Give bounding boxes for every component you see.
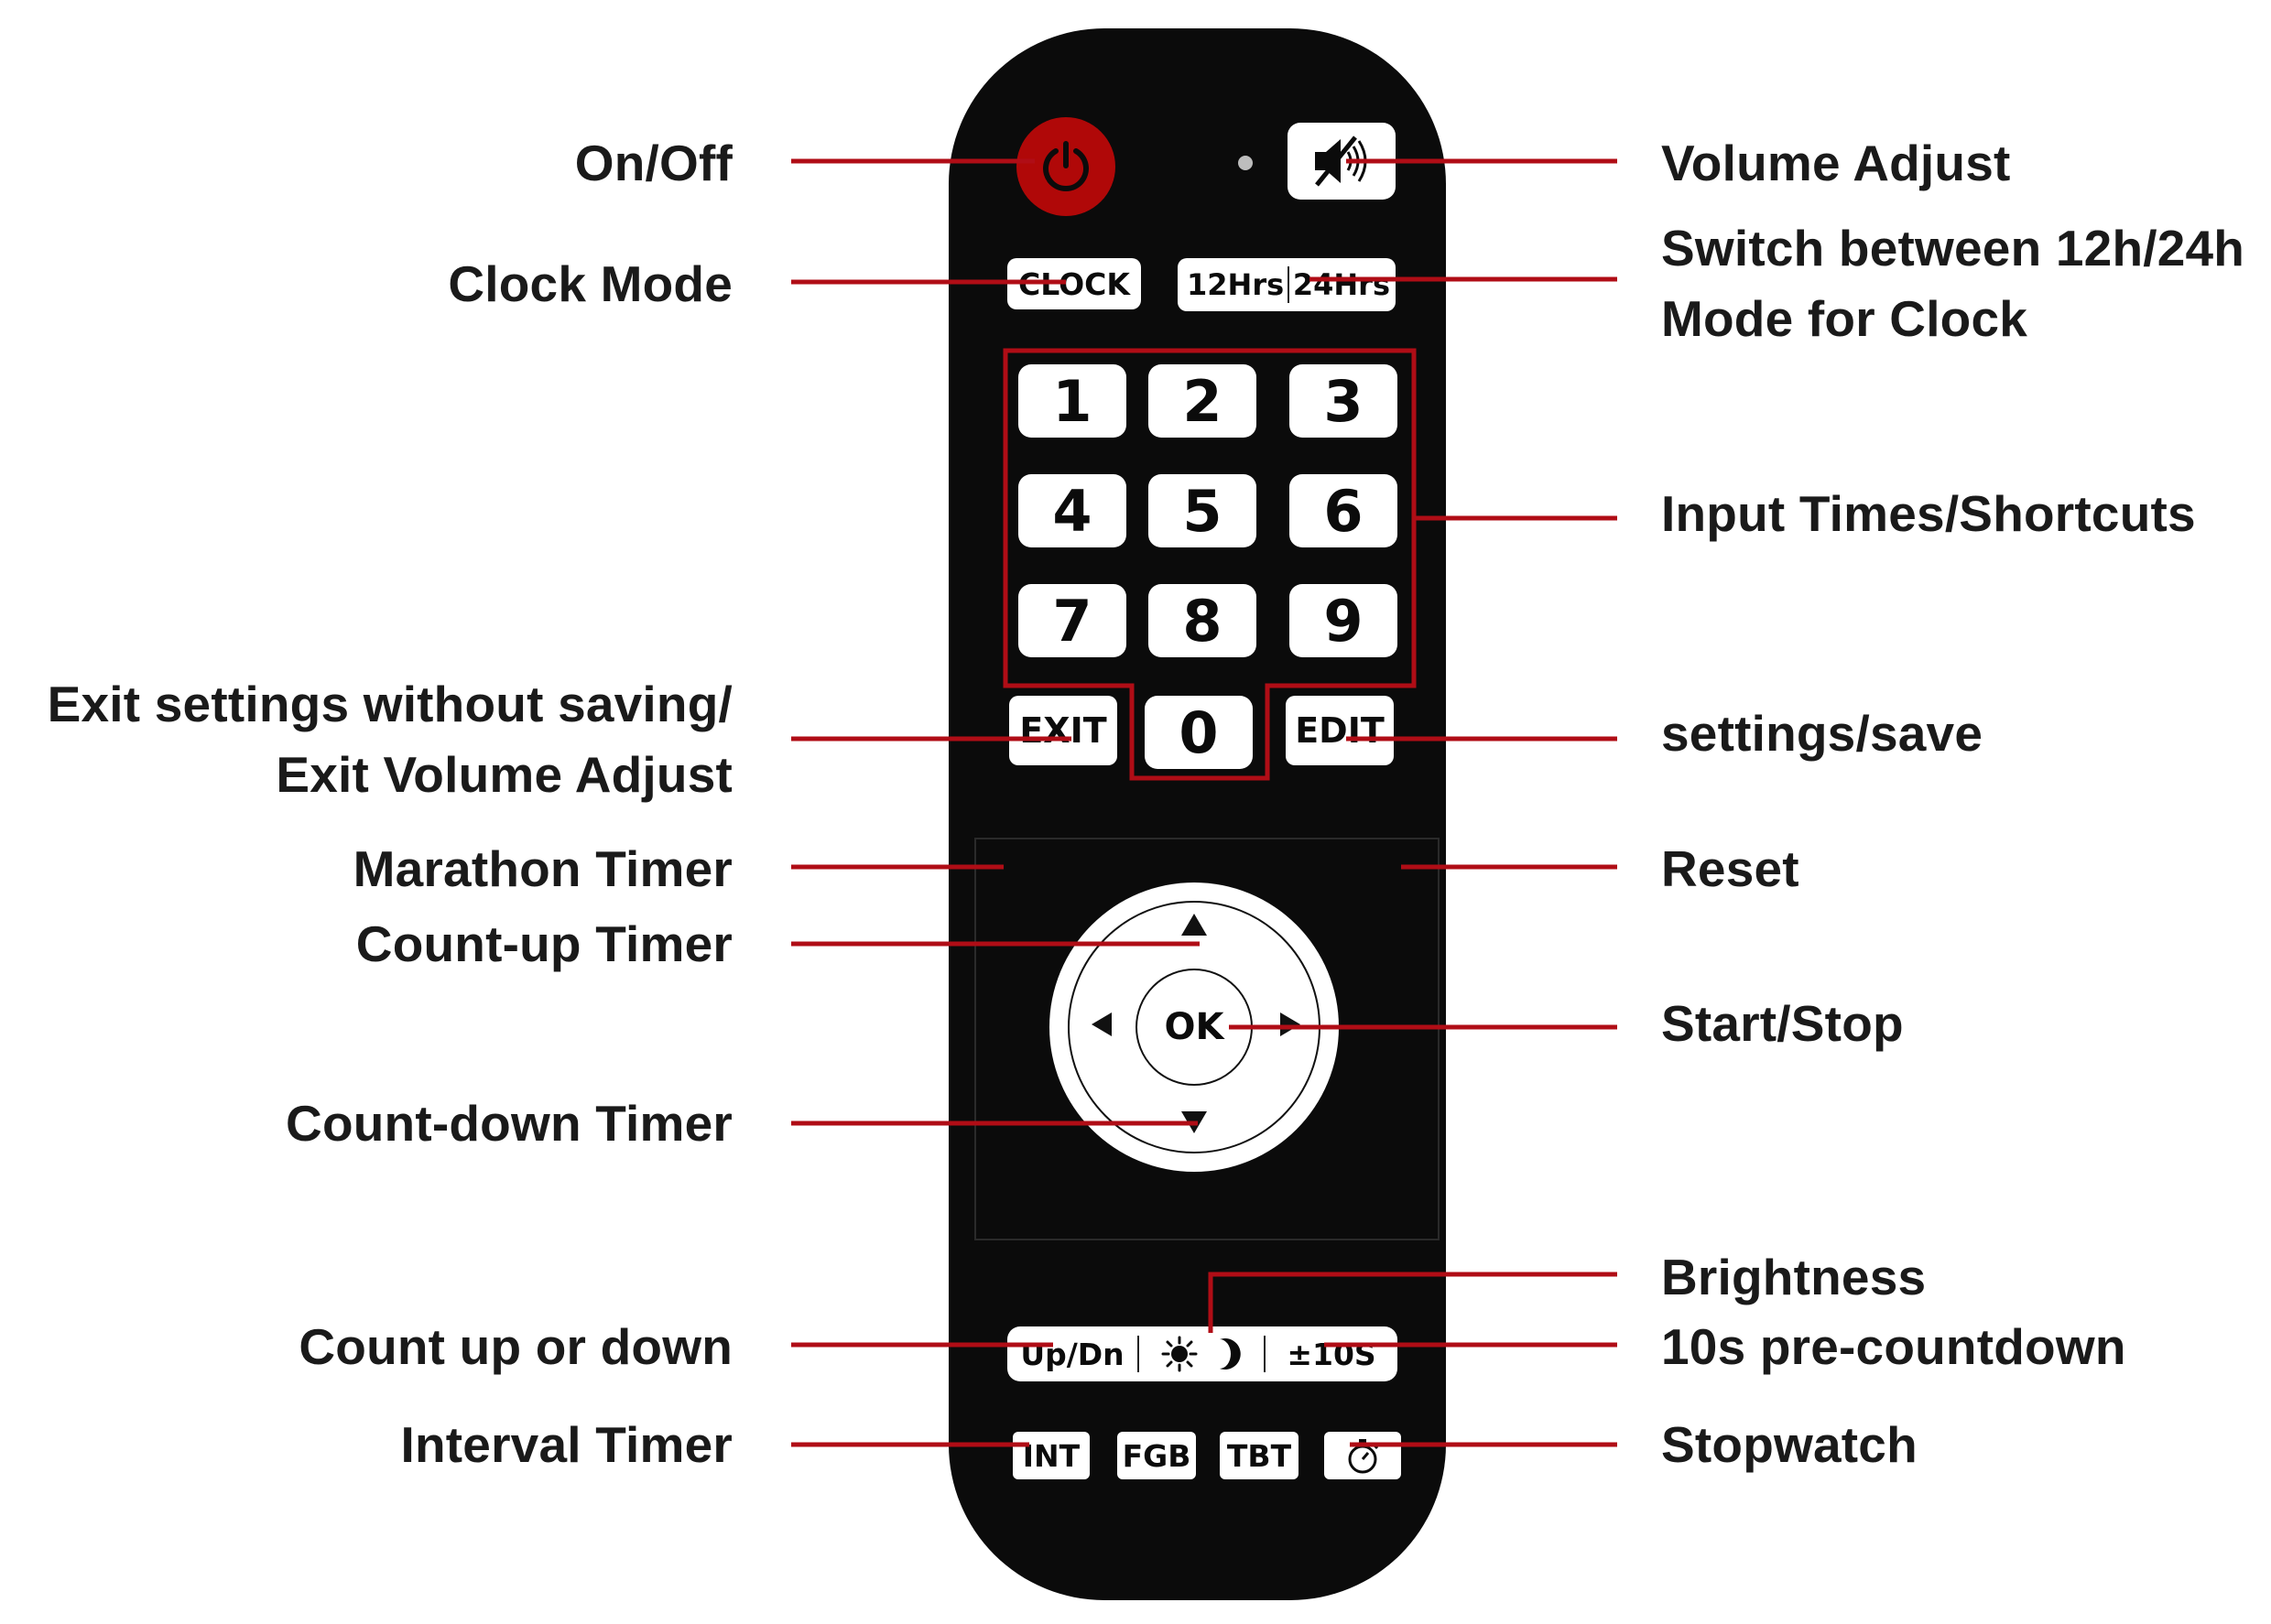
callout-settings-save-text: settings/save <box>1661 705 1983 762</box>
callout-on-off-text: On/Off <box>574 135 733 191</box>
callout-count-down: Count-down Timer <box>286 1088 733 1159</box>
digit-4-label: 4 <box>1052 477 1092 545</box>
pre-countdown-button[interactable]: ±10S <box>1266 1326 1397 1381</box>
digit-8-label: 8 <box>1182 587 1222 655</box>
callout-count-down-text: Count-down Timer <box>286 1095 733 1152</box>
ok-button-label: OK <box>1164 1006 1224 1048</box>
digit-2-button[interactable]: 2 <box>1148 364 1256 438</box>
stopwatch-button[interactable] <box>1324 1432 1401 1479</box>
fgb-button-label: FGB <box>1122 1437 1191 1474</box>
digit-9-label: 9 <box>1323 587 1364 655</box>
callout-input-times-text: Input Times/Shortcuts <box>1661 485 2196 542</box>
hrs24-label: 24Hrs <box>1292 267 1390 302</box>
digit-7-label: 7 <box>1052 587 1092 655</box>
exit-button-label: EXIT <box>1019 710 1107 751</box>
tbt-button-label: TBT <box>1226 1437 1292 1474</box>
int-button[interactable]: INT <box>1013 1432 1090 1479</box>
int-button-label: INT <box>1022 1437 1081 1474</box>
mode-bar-divider <box>1264 1336 1266 1372</box>
callout-volume: Volume Adjust <box>1661 128 2011 199</box>
callout-reset: Reset <box>1661 834 1799 904</box>
left-arrow-button[interactable] <box>1092 1012 1112 1036</box>
brightness-button[interactable] <box>1139 1326 1264 1381</box>
callout-start-stop: Start/Stop <box>1661 989 1904 1059</box>
leader-brightness <box>1208 1272 1617 1333</box>
power-icon <box>1043 141 1089 192</box>
exit-button[interactable]: EXIT <box>1009 696 1117 765</box>
digit-1-label: 1 <box>1052 367 1092 435</box>
callout-input-times: Input Times/Shortcuts <box>1661 479 2196 549</box>
hour-format-divider <box>1288 266 1289 303</box>
sun-icon <box>1161 1336 1198 1372</box>
edit-button-label: EDIT <box>1295 710 1385 751</box>
callout-stopwatch: Stopwatch <box>1661 1410 1918 1480</box>
digit-5-label: 5 <box>1182 477 1222 545</box>
up-down-label: Up/Dn <box>1020 1336 1125 1372</box>
callout-on-off: On/Off <box>575 128 733 199</box>
callout-volume-text: Volume Adjust <box>1661 135 2011 191</box>
fgb-button[interactable]: FGB <box>1117 1432 1196 1479</box>
navigation-pad-frame <box>974 838 1440 1240</box>
digit-2-label: 2 <box>1182 367 1222 435</box>
digit-3-button[interactable]: 3 <box>1289 364 1397 438</box>
digit-8-button[interactable]: 8 <box>1148 584 1256 657</box>
digit-0-label: 0 <box>1179 698 1219 766</box>
up-arrow-button[interactable] <box>1181 914 1207 936</box>
callout-switch-line1: Switch between 12h/24h <box>1661 220 2245 276</box>
callout-count-up-or-down-text: Count up or down <box>299 1318 733 1375</box>
callout-switch-12h-24h: Switch between 12h/24h Mode for Clock <box>1661 213 2244 354</box>
callout-settings-save: settings/save <box>1661 698 1983 769</box>
mode-bar-divider <box>1137 1336 1139 1372</box>
callout-count-up: Count-up Timer <box>356 909 733 980</box>
right-arrow-button[interactable] <box>1280 1012 1300 1036</box>
digit-6-button[interactable]: 6 <box>1289 474 1397 547</box>
pre-countdown-label: ±10S <box>1287 1336 1376 1372</box>
callout-pre-countdown-text: 10s pre-countdown <box>1661 1318 2126 1375</box>
digit-3-label: 3 <box>1323 367 1364 435</box>
callout-brightness-text: Brightness <box>1661 1249 1927 1305</box>
digit-7-button[interactable]: 7 <box>1018 584 1126 657</box>
digit-4-button[interactable]: 4 <box>1018 474 1126 547</box>
callout-exit-line2: Exit Volume Adjust <box>276 746 733 803</box>
power-button[interactable] <box>1016 117 1115 216</box>
clock-button[interactable]: CLOCK <box>1007 258 1141 309</box>
callout-interval-text: Interval Timer <box>400 1416 733 1473</box>
edit-button[interactable]: EDIT <box>1286 696 1394 765</box>
hrs12-label: 12Hrs <box>1187 267 1285 302</box>
callout-interval: Interval Timer <box>400 1410 733 1480</box>
callout-brightness: Brightness <box>1661 1242 1926 1313</box>
digit-5-button[interactable]: 5 <box>1148 474 1256 547</box>
up-down-button[interactable]: Up/Dn <box>1007 1326 1137 1381</box>
digit-6-label: 6 <box>1323 477 1364 545</box>
callout-stopwatch-text: Stopwatch <box>1661 1416 1918 1473</box>
callout-exit-line1: Exit settings without saving/ <box>47 676 733 732</box>
callout-marathon: Marathon Timer <box>353 834 733 904</box>
callout-switch-line2: Mode for Clock <box>1661 290 2028 347</box>
tbt-button[interactable]: TBT <box>1220 1432 1298 1479</box>
indicator-led <box>1238 156 1253 170</box>
moon-icon <box>1220 1338 1241 1370</box>
callout-clock-mode-text: Clock Mode <box>448 255 733 312</box>
callout-clock-mode: Clock Mode <box>448 249 733 319</box>
mode-bar: Up/Dn ±10S <box>1007 1326 1397 1381</box>
keypad-outline <box>1003 348 1417 781</box>
callout-exit: Exit settings without saving/ Exit Volum… <box>48 669 733 810</box>
hour-format-button[interactable]: 12Hrs 24Hrs <box>1178 258 1396 311</box>
callout-start-stop-text: Start/Stop <box>1661 995 1904 1052</box>
callout-count-up-text: Count-up Timer <box>355 915 733 972</box>
digit-0-button[interactable]: 0 <box>1145 696 1253 769</box>
callout-reset-text: Reset <box>1661 840 1799 897</box>
callout-marathon-text: Marathon Timer <box>353 840 733 897</box>
digit-9-button[interactable]: 9 <box>1289 584 1397 657</box>
callout-count-up-or-down: Count up or down <box>299 1312 733 1382</box>
callout-pre-countdown: 10s pre-countdown <box>1661 1312 2126 1382</box>
digit-1-button[interactable]: 1 <box>1018 364 1126 438</box>
